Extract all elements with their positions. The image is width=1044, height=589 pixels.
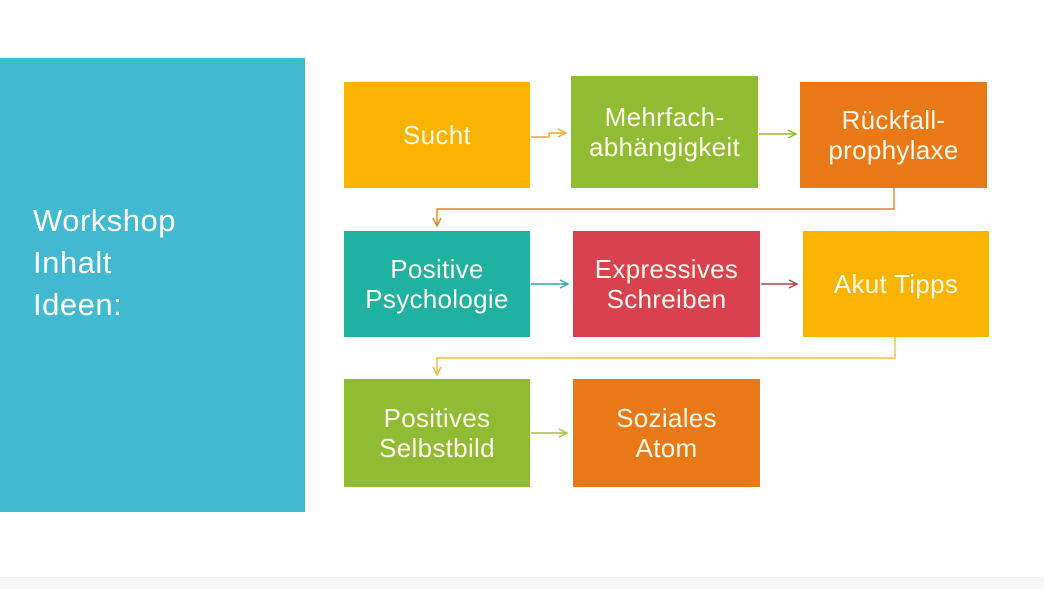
node-mehrfach-abhaengigkeit: Mehrfach- abhängigkeit bbox=[571, 76, 758, 188]
connector-positives-selbstbild-to-soziales-atom bbox=[531, 428, 569, 438]
node-expressives-schreiben: Expressives Schreiben bbox=[573, 231, 760, 337]
connector-sucht-to-mehrfach-abhaengigkeit bbox=[531, 128, 568, 138]
node-soziales-atom: Soziales Atom bbox=[573, 379, 760, 487]
title-panel: Workshop Inhalt Ideen: bbox=[0, 58, 305, 512]
node-rueckfall-prophylaxe: Rückfall- prophylaxe bbox=[800, 82, 987, 188]
node-label: Mehrfach- abhängigkeit bbox=[588, 102, 741, 162]
connector-mehrfach-abhaengigkeit-to-rueckfall-prophylaxe bbox=[759, 129, 798, 139]
node-label: Positives Selbstbild bbox=[379, 403, 495, 463]
connector-rueckfall-prophylaxe-to-positive-psychologie bbox=[432, 188, 895, 228]
slide-title: Workshop Inhalt Ideen: bbox=[33, 203, 176, 322]
connector-akut-tipps-to-positives-selbstbild bbox=[432, 337, 896, 377]
connector-positive-psychologie-to-expressives-schreiben bbox=[531, 279, 570, 289]
connector-expressives-schreiben-to-akut-tipps bbox=[761, 279, 799, 289]
node-positive-psychologie: Positive Psychologie bbox=[344, 231, 530, 337]
node-positives-selbstbild: Positives Selbstbild bbox=[344, 379, 530, 487]
node-label: Sucht bbox=[403, 120, 471, 150]
node-label: Expressives Schreiben bbox=[594, 254, 739, 314]
node-label: Positive Psychologie bbox=[365, 254, 509, 314]
node-label: Rückfall- prophylaxe bbox=[828, 105, 959, 165]
node-akut-tipps: Akut Tipps bbox=[803, 231, 989, 337]
node-sucht: Sucht bbox=[344, 82, 530, 188]
node-label: Soziales Atom bbox=[616, 403, 717, 463]
node-label: Akut Tipps bbox=[833, 269, 959, 299]
bottom-window-edge bbox=[0, 577, 1044, 589]
